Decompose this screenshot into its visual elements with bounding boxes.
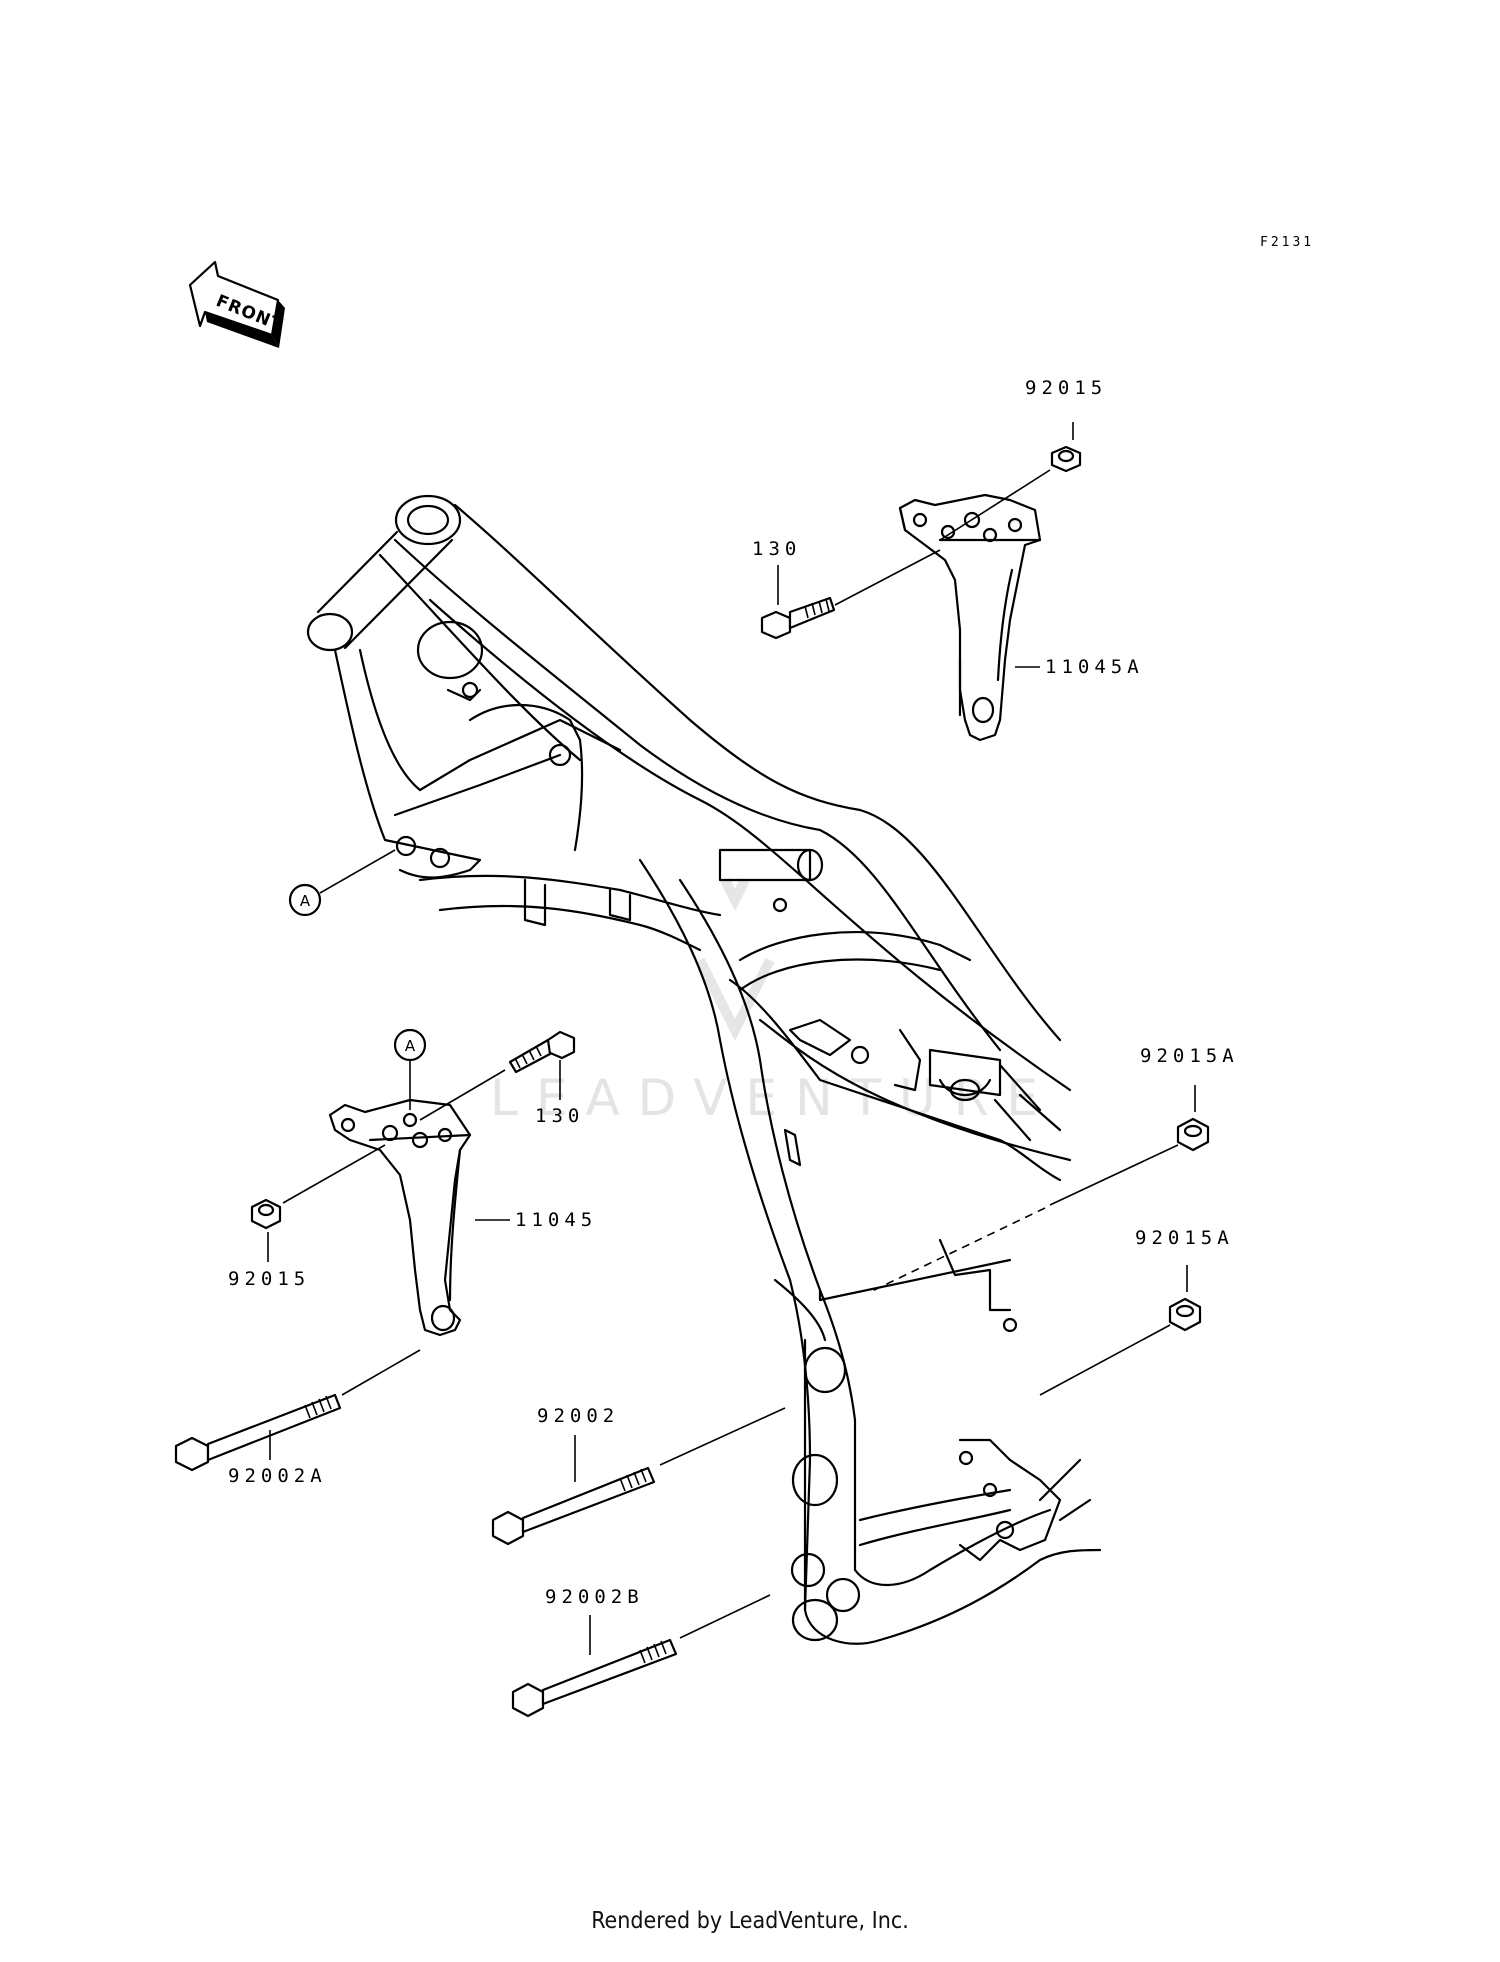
leader-92002B-to-frame <box>679 1594 771 1639</box>
reference-code: F2131 <box>1260 235 1314 250</box>
bolt-92002A <box>174 1393 342 1472</box>
leader-nut-to-bracket <box>939 469 1051 541</box>
label-92015A-upper: 92015A <box>1140 1045 1239 1067</box>
engine-bracket-left <box>328 1098 472 1337</box>
label-92002A: 92002A <box>228 1465 327 1487</box>
leader-bolt-to-bracket <box>834 549 941 606</box>
leader-92015A-upper-to-frame <box>1049 1144 1179 1206</box>
nut-92015A-upper <box>1176 1117 1210 1152</box>
watermark-text: LEADVENTURE <box>490 1069 1056 1127</box>
bolt-92002B <box>511 1638 678 1718</box>
bolt-130-top <box>760 596 836 640</box>
label-130-top: 130 <box>752 538 801 560</box>
label-130-left: 130 <box>535 1105 584 1127</box>
front-arrow-icon: FRONT <box>188 260 286 348</box>
label-92002B: 92002B <box>545 1586 644 1608</box>
watermark-logo <box>695 877 775 1042</box>
label-92015A-lower: 92015A <box>1135 1227 1234 1249</box>
label-11045A: 11045A <box>1045 656 1144 678</box>
label-92015-top: 92015 <box>1025 377 1107 399</box>
leader-nut-to-left-bracket <box>282 1144 386 1204</box>
nut-92015-left <box>250 1198 282 1230</box>
bolt-130-left <box>508 1030 576 1074</box>
bolt-92002 <box>491 1466 656 1546</box>
label-92015-left: 92015 <box>228 1268 310 1290</box>
leader-92002A-to-bracket <box>341 1349 421 1396</box>
label-11045: 11045 <box>515 1209 597 1231</box>
nut-92015A-lower <box>1168 1297 1202 1332</box>
svg-text:A: A <box>300 892 311 910</box>
leader-92002-to-frame <box>659 1407 786 1466</box>
footer-credit: Rendered by LeadVenture, Inc. <box>591 1908 909 1934</box>
label-92002: 92002 <box>537 1405 619 1427</box>
engine-bracket-right <box>898 493 1042 742</box>
leader-bolt-to-left-bracket <box>419 1069 506 1121</box>
nut-92015-top <box>1050 445 1082 473</box>
ref-marker-a-bracket: A <box>393 1028 427 1110</box>
leader-dashed-upper <box>869 1207 1046 1293</box>
leader-92015A-lower-to-frame <box>1039 1324 1171 1396</box>
ref-marker-a-frame: A <box>288 849 396 917</box>
frame <box>306 494 1102 1645</box>
svg-text:A: A <box>405 1037 416 1055</box>
